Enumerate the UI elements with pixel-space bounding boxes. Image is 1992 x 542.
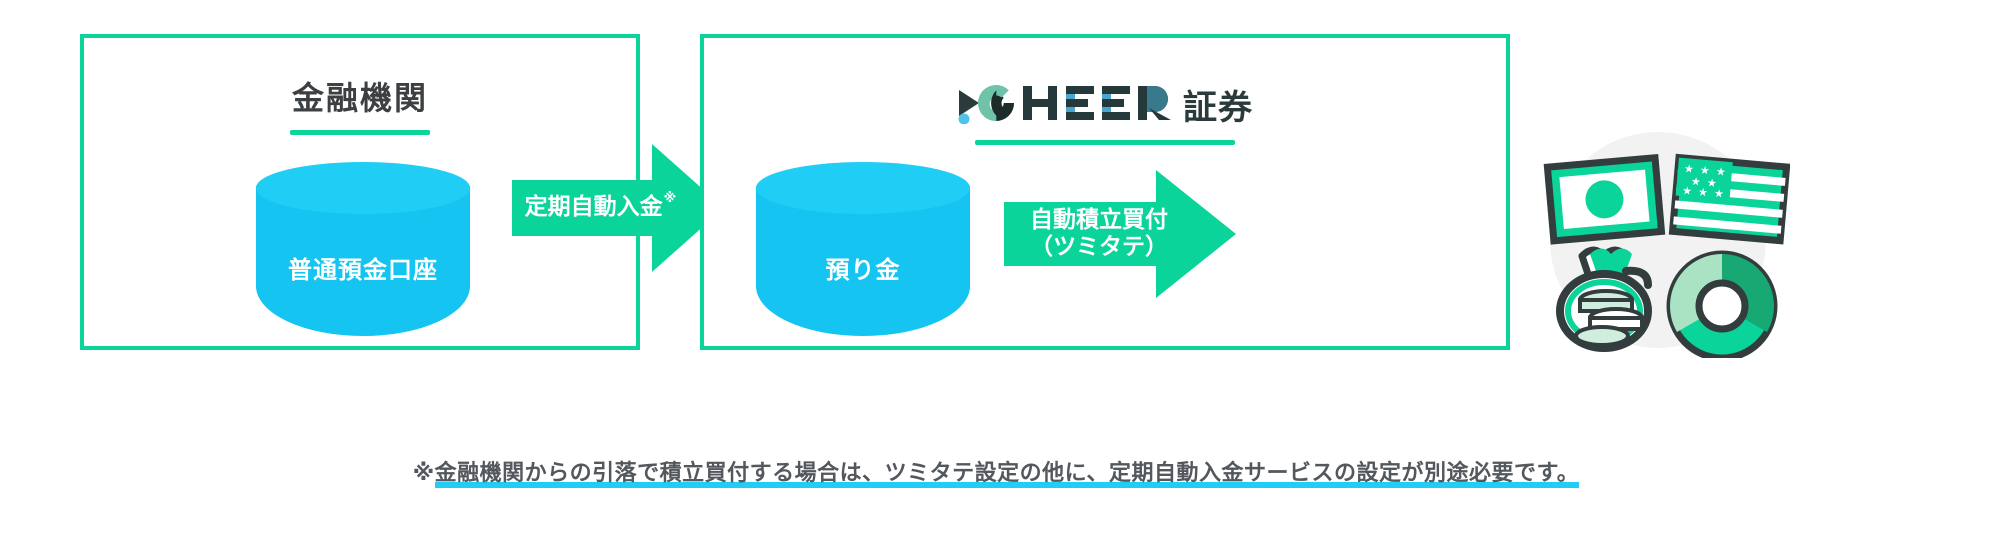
panel-header-cheer-securities: 証券 (704, 82, 1506, 145)
node-label-ordinary-deposit-account: 普通預金口座 (288, 256, 438, 284)
japan-flag-icon (1543, 153, 1666, 245)
svg-text:★: ★ (1699, 163, 1710, 177)
svg-text:★: ★ (1683, 162, 1694, 176)
investment-products-illustration: ★★★ ★★ ★★★ (1530, 128, 1790, 358)
node-deposit-money: 預り金 (756, 162, 970, 336)
donut-chart-icon (1666, 250, 1778, 358)
arrow-periodic-auto-deposit: 定期自動入金※ (512, 144, 724, 272)
svg-text:★: ★ (1706, 176, 1717, 190)
node-ordinary-deposit-account: 普通預金口座 (256, 162, 470, 336)
coins-stack-icon (1574, 289, 1644, 347)
arrow-shape-icon (512, 144, 724, 272)
svg-text:★: ★ (1682, 184, 1693, 198)
cylinder-top-ellipse (756, 162, 970, 214)
money-bag-icon (1556, 246, 1652, 352)
svg-text:★: ★ (1713, 187, 1724, 201)
footnote: ※金融機関からの引落で積立買付する場合は、ツミタテ設定の他に、定期自動入金サービ… (0, 455, 1992, 488)
cylinder-top-ellipse (256, 162, 470, 214)
panel-title-financial-institution: 金融機関 (291, 79, 428, 117)
svg-text:★: ★ (1690, 175, 1701, 189)
node-label-deposit-money: 預り金 (825, 256, 901, 284)
usa-flag-icon: ★★★ ★★ ★★★ (1668, 153, 1790, 245)
footnote-text: 金融機関からの引落で積立買付する場合は、ツミタテ設定の他に、定期自動入金サービス… (434, 461, 1580, 488)
svg-text:★: ★ (1698, 185, 1709, 199)
cheer-wordmark-icon (958, 85, 1171, 124)
title-underline-rule (290, 130, 430, 135)
panel-header-financial-institution: 金融機関 (84, 82, 636, 135)
title-underline-rule-cheer (975, 140, 1235, 145)
svg-text:★: ★ (1715, 165, 1726, 179)
footnote-marker: ※ (412, 461, 435, 486)
arrow-shape-icon (1004, 170, 1236, 298)
cheer-logo-suffix: 証券 (1183, 88, 1253, 128)
cheer-logo: 証券 (957, 82, 1253, 128)
arrow-auto-accumulation-purchase: 自動積立買付 （ツミタテ） (1004, 170, 1236, 298)
